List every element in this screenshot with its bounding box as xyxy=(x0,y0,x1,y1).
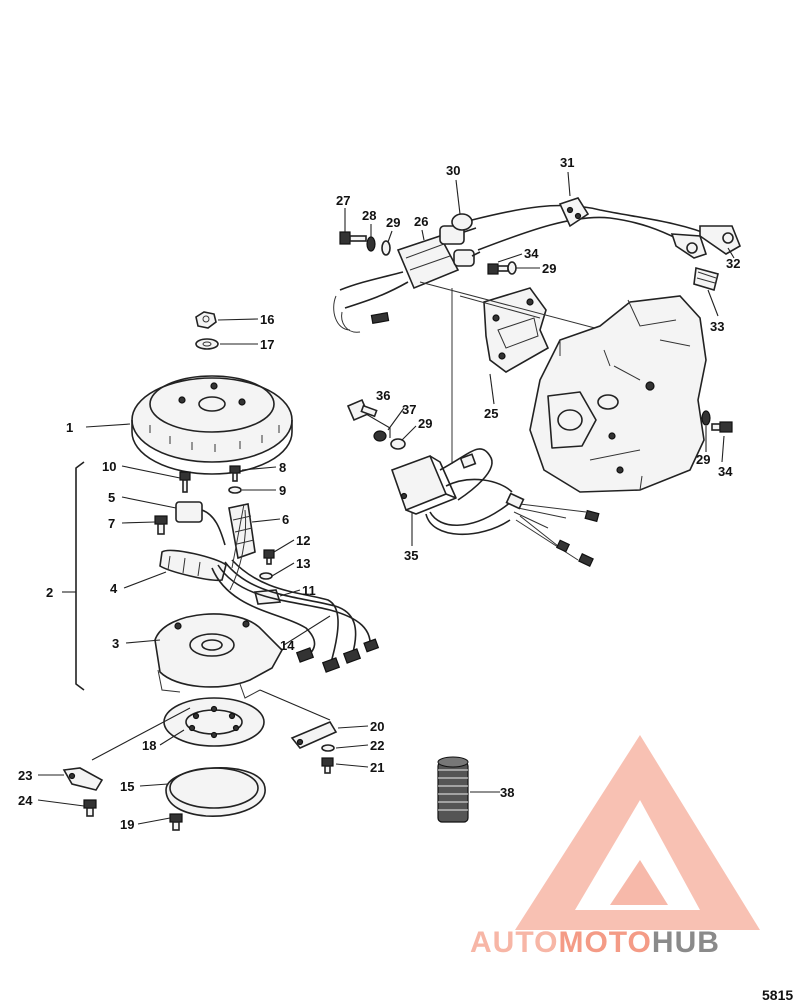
figure-code: 5815 xyxy=(762,987,793,1003)
part-7-screw xyxy=(154,515,168,535)
label-37: 37 xyxy=(402,402,416,417)
watermark-text: AUTOMOTOHUB xyxy=(470,926,720,959)
label-29-left: 29 xyxy=(418,416,432,431)
part-20-link xyxy=(290,720,338,749)
label-22: 22 xyxy=(370,738,384,753)
part-29-washer-left xyxy=(390,438,406,450)
label-13: 13 xyxy=(296,556,310,571)
label-16: 16 xyxy=(260,312,274,327)
label-17: 17 xyxy=(260,337,274,352)
watermark-text-moto: MOTO xyxy=(558,926,651,959)
part-9-washer xyxy=(228,486,242,494)
part-38-spring xyxy=(437,756,469,823)
engine-block xyxy=(529,295,707,493)
part-31-clip xyxy=(558,197,590,228)
spark-plug-leads xyxy=(333,204,713,333)
part-23-bracket xyxy=(62,767,104,791)
label-29-lower: 29 xyxy=(696,452,710,467)
label-28: 28 xyxy=(362,208,376,223)
part-24-screw xyxy=(83,799,97,817)
part-29-washer-lower xyxy=(701,410,711,426)
label-10: 10 xyxy=(102,459,116,474)
leader-lines xyxy=(37,171,735,825)
part-10-screw xyxy=(179,471,191,493)
label-21: 21 xyxy=(370,760,384,775)
part-26-ignition-coil xyxy=(396,225,481,290)
part-28-lockwasher xyxy=(366,236,376,252)
part-34-screw-lower xyxy=(711,421,733,433)
part-32-plug-cap xyxy=(670,225,742,259)
label-9: 9 xyxy=(279,483,286,498)
label-6: 6 xyxy=(282,512,289,527)
label-18: 18 xyxy=(142,738,156,753)
label-34-top: 34 xyxy=(524,246,539,261)
label-38: 38 xyxy=(500,785,514,800)
label-26: 26 xyxy=(414,214,428,229)
bracket-group-2 xyxy=(75,461,85,691)
part-15-retainer xyxy=(165,767,266,817)
part-36-screw xyxy=(346,398,378,422)
label-7: 7 xyxy=(108,516,115,531)
callout-labels: 1 2 3 4 5 6 7 8 9 10 11 12 13 14 15 16 1… xyxy=(18,155,740,832)
label-19: 19 xyxy=(120,817,134,832)
part-12-screw xyxy=(263,549,275,565)
part-29-washer-mid xyxy=(507,261,517,275)
label-12: 12 xyxy=(296,533,310,548)
label-25: 25 xyxy=(484,406,498,421)
part-33-spark-plug xyxy=(693,266,719,292)
watermark-triangle-core xyxy=(610,860,668,905)
label-30: 30 xyxy=(446,163,460,178)
part-8-screw xyxy=(229,465,241,482)
label-24: 24 xyxy=(18,793,33,808)
label-32: 32 xyxy=(726,256,740,271)
part-13-washer xyxy=(259,572,273,580)
part-25-bracket-plate xyxy=(483,287,550,373)
label-8: 8 xyxy=(279,460,286,475)
part-35-switch-box xyxy=(390,448,600,567)
part-4-charge-coil xyxy=(159,549,227,582)
label-27: 27 xyxy=(336,193,350,208)
part-19-screw xyxy=(169,813,183,831)
part-30-boot xyxy=(451,213,473,231)
label-29-top: 29 xyxy=(386,215,400,230)
watermark-triangle-inner xyxy=(575,800,700,910)
label-33: 33 xyxy=(710,319,724,334)
label-14: 14 xyxy=(280,638,295,653)
label-1: 1 xyxy=(66,420,73,435)
label-34-lower: 34 xyxy=(718,464,733,479)
watermark-text-hub: HUB xyxy=(652,926,720,959)
label-36: 36 xyxy=(376,388,390,403)
part-29-washer-top xyxy=(381,240,391,256)
part-37-lockwasher xyxy=(373,430,387,442)
part-34-screw-top xyxy=(487,263,509,275)
label-29-mid: 29 xyxy=(542,261,556,276)
label-23: 23 xyxy=(18,768,32,783)
watermark-logo: AUTOMOTOHUB xyxy=(470,735,760,959)
part-22-washer xyxy=(321,744,335,752)
watermark-text-auto: AUTO xyxy=(470,926,558,959)
part-5-trigger xyxy=(175,501,226,546)
part-21-screw xyxy=(321,757,334,774)
part-1-flywheel xyxy=(131,375,293,475)
part-18-ring xyxy=(163,697,265,747)
part-27-screw xyxy=(339,231,367,245)
label-4: 4 xyxy=(110,581,118,596)
part-6-coil xyxy=(228,503,256,560)
part-17-washer xyxy=(195,338,219,350)
label-35: 35 xyxy=(404,548,418,563)
label-3: 3 xyxy=(112,636,119,651)
label-20: 20 xyxy=(370,719,384,734)
part-3-stator-plate xyxy=(154,613,283,699)
label-31: 31 xyxy=(560,155,574,170)
part-14-wire-harness xyxy=(211,509,380,673)
part-16-nut xyxy=(195,311,217,329)
label-15: 15 xyxy=(120,779,134,794)
label-2: 2 xyxy=(46,585,53,600)
label-11: 11 xyxy=(302,583,316,598)
label-5: 5 xyxy=(108,490,115,505)
